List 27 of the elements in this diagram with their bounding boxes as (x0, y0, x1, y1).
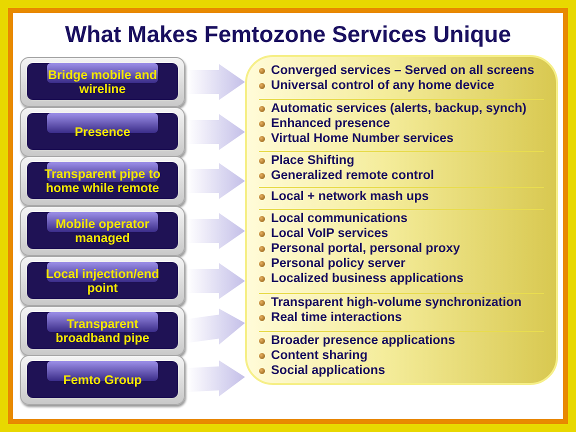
bullet-item: Social applications (259, 363, 556, 378)
bullet-item: Personal policy server (259, 256, 556, 271)
category-button: Bridge mobile and wireline (20, 57, 185, 107)
bullet-item: Place Shifting (259, 153, 556, 168)
bullet-item: Universal control of any home device (259, 78, 556, 93)
category-button: Local injection/end point (20, 256, 185, 306)
bullet-item: Local + network mash ups (259, 189, 556, 204)
bullet-item: Content sharing (259, 348, 556, 363)
bullet-item: Enhanced presence (259, 116, 556, 131)
bullet-item: Real time interactions (259, 310, 556, 325)
bullet-item: Localized business applications (259, 271, 556, 286)
bullet-item: Virtual Home Number services (259, 131, 556, 146)
category-button: Femto Group (20, 355, 185, 405)
bullet-item: Converged services – Served on all screens (259, 63, 556, 78)
category-button: Transparent broadband pipe (20, 306, 185, 356)
title: What Makes Femtozone Services Unique (64, 21, 512, 48)
services-panel (245, 55, 558, 385)
bullet-item: Local communications (259, 211, 556, 226)
bullet-item: Local VoIP services (259, 226, 556, 241)
bullet-item: Personal portal, personal proxy (259, 241, 556, 256)
category-button: Presence (20, 107, 185, 157)
bullet-item: Transparent high-volume synchronization (259, 295, 556, 310)
category-button: Transparent pipe to home while remote (20, 156, 185, 206)
category-button: Mobile operator managed (20, 206, 185, 256)
bullet-item: Broader presence applications (259, 333, 556, 348)
bullet-item: Automatic services (alerts, backup, synch) (259, 101, 556, 116)
bullet-item: Generalized remote control (259, 168, 556, 183)
